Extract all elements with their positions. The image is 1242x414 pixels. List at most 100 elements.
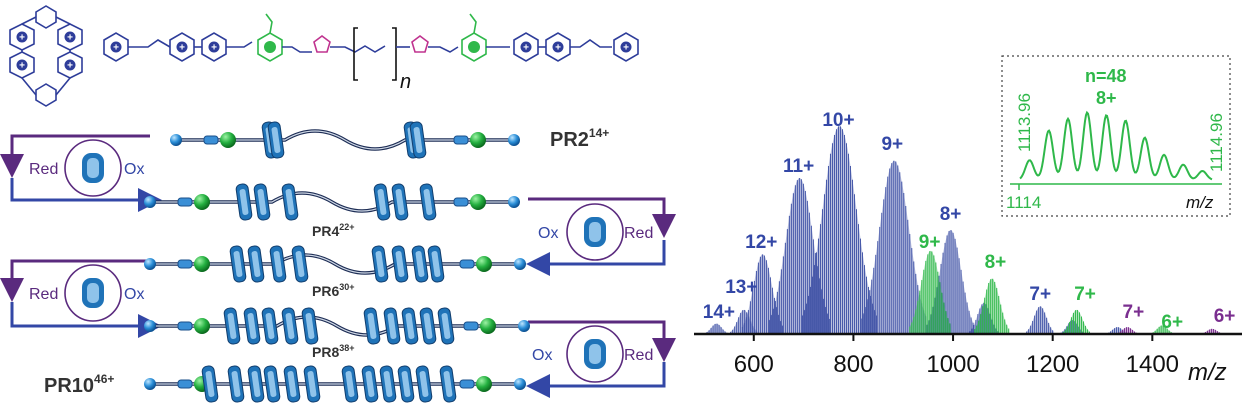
- charge-label: 11+: [783, 156, 814, 177]
- charge-label: 9+: [881, 134, 903, 155]
- x-axis-ticks: 600 800 1000 1200 1400: [734, 334, 1179, 378]
- charge-state-labels: 14+13+12+11+10+9+9+8+8+7+7+7+6+6+: [703, 110, 1236, 333]
- polyrotaxane-diagrams: [144, 121, 530, 403]
- stopper: [514, 378, 526, 390]
- x-tick-label: 600: [734, 351, 774, 378]
- charge-label: 8+: [940, 204, 962, 225]
- charge-label: 6+: [1214, 306, 1236, 327]
- red-label: Red: [624, 347, 653, 364]
- green-unit: [470, 132, 486, 148]
- red-label: Red: [29, 286, 58, 303]
- ox-label: Ox: [124, 286, 144, 303]
- x-tick-label: 1000: [926, 351, 979, 378]
- charge-label: 6+: [1161, 312, 1183, 333]
- inset-x-label: m/z: [1186, 193, 1214, 212]
- svg-text:+: +: [623, 43, 629, 54]
- cyclophane-charges: + + + +: [16, 31, 76, 72]
- green-unit: [220, 132, 236, 148]
- charge-label: 8+: [985, 252, 1007, 273]
- stopper: [144, 320, 156, 332]
- peak: [1060, 320, 1084, 334]
- series-1: [909, 250, 1174, 334]
- stopper: [514, 258, 526, 270]
- svg-text:+: +: [19, 61, 25, 72]
- inset-frame: [1001, 55, 1231, 217]
- stopper: [144, 196, 156, 208]
- peak-envelope: [974, 278, 1010, 334]
- inset-tick-label: 1114: [1006, 193, 1041, 212]
- polyrotaxane-row: [144, 183, 520, 221]
- peak: [1062, 309, 1090, 334]
- peak-envelope: [705, 323, 728, 334]
- peak: [974, 278, 1010, 334]
- inset-right-label: 1114.96: [1207, 113, 1226, 172]
- inset-charge: 8+: [1096, 88, 1117, 108]
- stopper: [170, 134, 182, 146]
- pr6-label: PR630+: [312, 282, 355, 299]
- stopper: [144, 258, 156, 270]
- peak: [926, 230, 974, 334]
- switch-arrows: [0, 134, 676, 398]
- x-tick-label: 1200: [1026, 351, 1079, 378]
- inset-left-label: 1113.96: [1015, 93, 1034, 152]
- polyrotaxane-row: [170, 121, 520, 159]
- green-unit: [194, 194, 210, 210]
- polyrotaxane-row: [144, 307, 530, 345]
- charge-label: 13+: [725, 277, 757, 298]
- green-unit: [194, 256, 210, 272]
- charge-label: 7+: [1029, 284, 1051, 305]
- redox-switch-4: Ox Red: [532, 325, 653, 383]
- green-unit: [194, 318, 210, 334]
- inset-title: n=48: [1085, 66, 1127, 86]
- ox-label: Ox: [538, 225, 558, 242]
- red-label: Red: [624, 225, 653, 242]
- polymer-subscript: n: [400, 71, 411, 93]
- peak: [741, 254, 783, 334]
- green-unit: [476, 376, 492, 392]
- svg-text:+: +: [113, 43, 119, 54]
- polyrotaxane-row: [144, 365, 526, 403]
- x-tick-label: 1400: [1126, 351, 1179, 378]
- x-tick-label: 800: [833, 351, 873, 378]
- polyrotaxane-row: [144, 245, 526, 283]
- stopper: [508, 134, 520, 146]
- dumbbell-charges: + + + + + +: [110, 41, 632, 54]
- redox-switch-1: Red Ox: [29, 139, 144, 197]
- svg-text:+: +: [179, 43, 185, 54]
- svg-text:+: +: [67, 61, 73, 72]
- green-unit: [470, 194, 486, 210]
- dumbbell-structure: [103, 13, 639, 81]
- red-label: Red: [29, 161, 58, 178]
- svg-text:+: +: [211, 43, 217, 54]
- pr8-label: PR838+: [312, 343, 355, 360]
- peak: [909, 251, 951, 334]
- stopper: [508, 196, 520, 208]
- charge-label: 10+: [822, 110, 854, 131]
- pr10-label: PR1046+: [44, 372, 114, 397]
- spectrum-peaks: [704, 126, 1223, 334]
- ox-label: Ox: [532, 347, 552, 364]
- svg-text:+: +: [523, 43, 529, 54]
- charge-label: 7+: [1074, 284, 1096, 305]
- pr4-label: PR422+: [312, 222, 355, 239]
- svg-text:+: +: [19, 33, 25, 44]
- green-unit: [476, 256, 492, 272]
- green-unit: [480, 318, 496, 334]
- isotope-pattern-line: [1019, 110, 1213, 181]
- ox-label: Ox: [124, 161, 144, 178]
- cyclophane-structure: [9, 5, 83, 107]
- stopper: [144, 378, 156, 390]
- isotope-inset: n=48 8+ 1113.96 1114.96 1114 m/z: [1001, 55, 1231, 217]
- inset-isotope-curve: [1019, 110, 1213, 181]
- redox-switch-2: Ox Red: [538, 203, 653, 261]
- charge-label: 14+: [703, 302, 735, 323]
- peak: [768, 178, 830, 334]
- pr2-label: PR214+: [550, 126, 609, 151]
- stopper: [518, 320, 530, 332]
- peak: [969, 302, 999, 334]
- charge-label: 9+: [919, 232, 941, 253]
- svg-text:+: +: [67, 33, 73, 44]
- peak: [801, 126, 877, 334]
